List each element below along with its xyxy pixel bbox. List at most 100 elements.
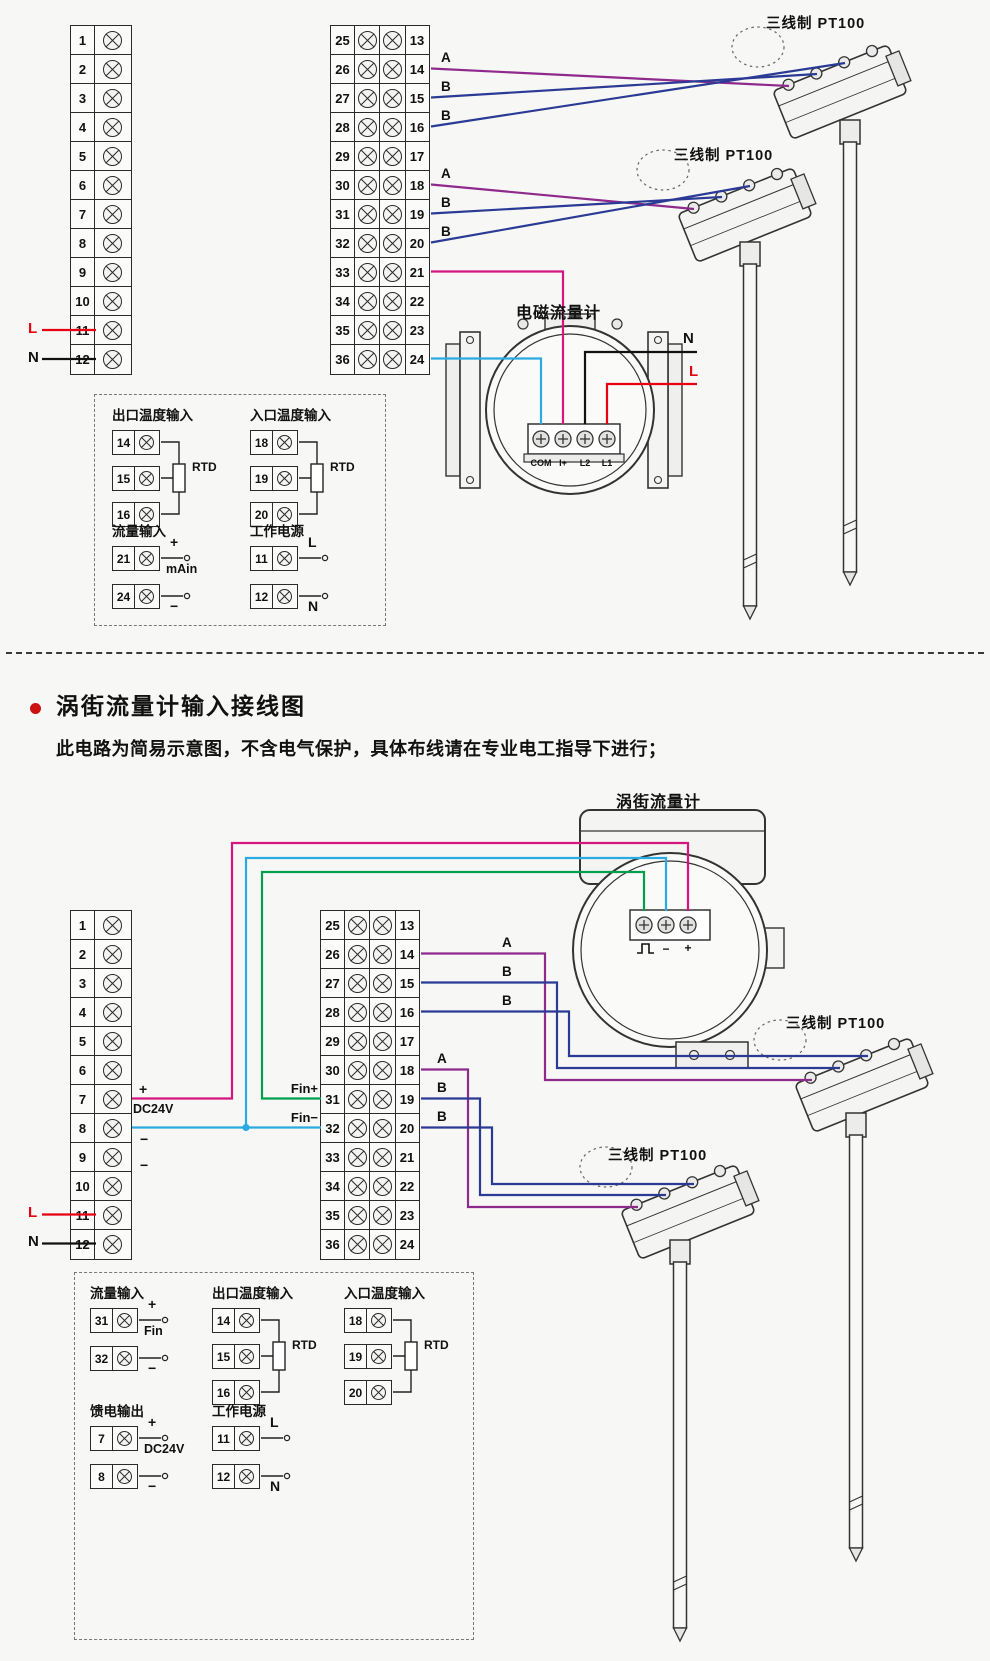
dc24v-label: DC24V — [133, 1102, 174, 1116]
wire-label-b: B — [502, 964, 512, 979]
terminal-row: 3 — [70, 83, 132, 114]
polarity-label: + — [148, 1414, 157, 1430]
screw-terminal-icon — [271, 502, 298, 527]
polarity-label: N — [308, 598, 319, 614]
screw-terminal-icon — [353, 83, 381, 114]
vortex-flowmeter — [572, 809, 785, 1069]
terminal-row: 10 — [70, 1171, 132, 1202]
legend-group-title: 流量输入 — [90, 1286, 144, 1301]
screw-terminal-icon — [93, 968, 132, 999]
terminal-number: 6 — [70, 1055, 95, 1086]
terminal-number: 28 — [330, 112, 355, 143]
terminal-row: 1 — [70, 910, 132, 941]
wire — [421, 1068, 638, 1209]
screw-terminal-icon — [93, 997, 132, 1028]
terminal-row: 7 — [70, 199, 132, 230]
terminal-row: 11 — [70, 1200, 132, 1231]
terminal-number: 18 — [394, 1055, 420, 1086]
terminal-row: 2 — [70, 54, 132, 85]
legend-group-title: 入口温度输入 — [250, 408, 331, 423]
screw-terminal-icon — [353, 25, 381, 56]
wire-label-b: B — [441, 79, 451, 94]
polarity-label: L — [270, 1414, 279, 1430]
screw-terminal-icon — [111, 1464, 138, 1489]
legend-terminal-row: 15 — [212, 1344, 260, 1369]
screw-terminal-icon — [353, 199, 381, 230]
terminal-number: 5 — [70, 1026, 95, 1057]
screw-terminal-icon — [233, 1380, 260, 1405]
dc-plus-label: + — [139, 1081, 148, 1097]
screw-terminal-icon — [133, 502, 160, 527]
terminal-number: 20 — [394, 1113, 420, 1144]
dc-minus-label-2: − — [140, 1157, 149, 1173]
legend-terminal-row: 8 — [90, 1464, 138, 1489]
screw-terminal-icon — [93, 286, 132, 317]
screw-terminal-icon — [353, 257, 381, 288]
terminal-number: 30 — [330, 170, 355, 201]
polarity-label: − — [148, 1478, 157, 1494]
terminal-number: 4 — [70, 112, 95, 143]
legend-terminal-row: 12 — [250, 584, 298, 609]
screw-terminal-icon — [93, 1142, 132, 1173]
screw-terminal-icon — [353, 141, 381, 172]
screw-terminal-icon — [93, 910, 132, 941]
screw-terminal-icon — [93, 25, 132, 56]
terminal-number: 18 — [344, 1308, 367, 1333]
screw-terminal-icon — [369, 939, 396, 970]
screw-terminal-icon — [369, 968, 396, 999]
terminal-number: 6 — [70, 170, 95, 201]
terminal-number: 24 — [394, 1229, 420, 1260]
terminal-number: 31 — [320, 1084, 345, 1115]
screw-terminal-icon — [93, 344, 132, 375]
em-terminal-l1: L1 — [601, 458, 613, 468]
wire-label-b: B — [502, 993, 512, 1008]
screw-terminal-icon — [343, 1229, 371, 1260]
legend-group-title: 馈电输出 — [90, 1404, 144, 1419]
wire-label-a: A — [437, 1051, 447, 1066]
rtd-label: RTD — [424, 1338, 449, 1352]
terminal-number: 7 — [90, 1426, 113, 1451]
legend-terminal-row: 20 — [344, 1380, 392, 1405]
pt100-label-4: 三线制 PT100 — [608, 1148, 708, 1164]
terminal-number: 24 — [404, 344, 430, 375]
wire — [605, 382, 697, 424]
legend-terminal-row: 24 — [112, 584, 160, 609]
fin-minus-label: Fin− — [290, 1110, 318, 1125]
terminal-number: 14 — [212, 1308, 235, 1333]
legend-group-title: 出口温度输入 — [212, 1286, 293, 1301]
terminal-number: 25 — [330, 25, 355, 56]
terminal-number: 18 — [404, 170, 430, 201]
legend-group-title: 工作电源 — [250, 524, 304, 539]
legend-group-title: 工作电源 — [212, 1404, 266, 1419]
screw-terminal-icon — [379, 141, 406, 172]
screw-terminal-icon — [343, 1171, 371, 1202]
screw-terminal-icon — [365, 1308, 392, 1333]
terminal-row: 5 — [70, 141, 132, 172]
terminal-number: 21 — [394, 1142, 420, 1173]
terminal-number: 18 — [250, 430, 273, 455]
section-title: 涡街流量计输入接线图 — [56, 693, 306, 719]
terminal-number: 24 — [112, 584, 135, 609]
terminal-number: 1 — [70, 25, 95, 56]
screw-terminal-icon — [353, 170, 381, 201]
terminal-number: 19 — [344, 1344, 367, 1369]
vortex-terminal-minus: − — [662, 942, 670, 956]
wire — [430, 183, 695, 211]
terminal-number: 12 — [70, 1229, 95, 1260]
terminal-number: 15 — [212, 1344, 235, 1369]
screw-terminal-icon — [379, 54, 406, 85]
terminal-number: 4 — [70, 997, 95, 1028]
legend-terminal-row: 18 — [250, 430, 298, 455]
terminal-number: 17 — [394, 1026, 420, 1057]
em-terminal-com: COM — [530, 458, 552, 468]
terminal-number: 34 — [330, 286, 355, 317]
